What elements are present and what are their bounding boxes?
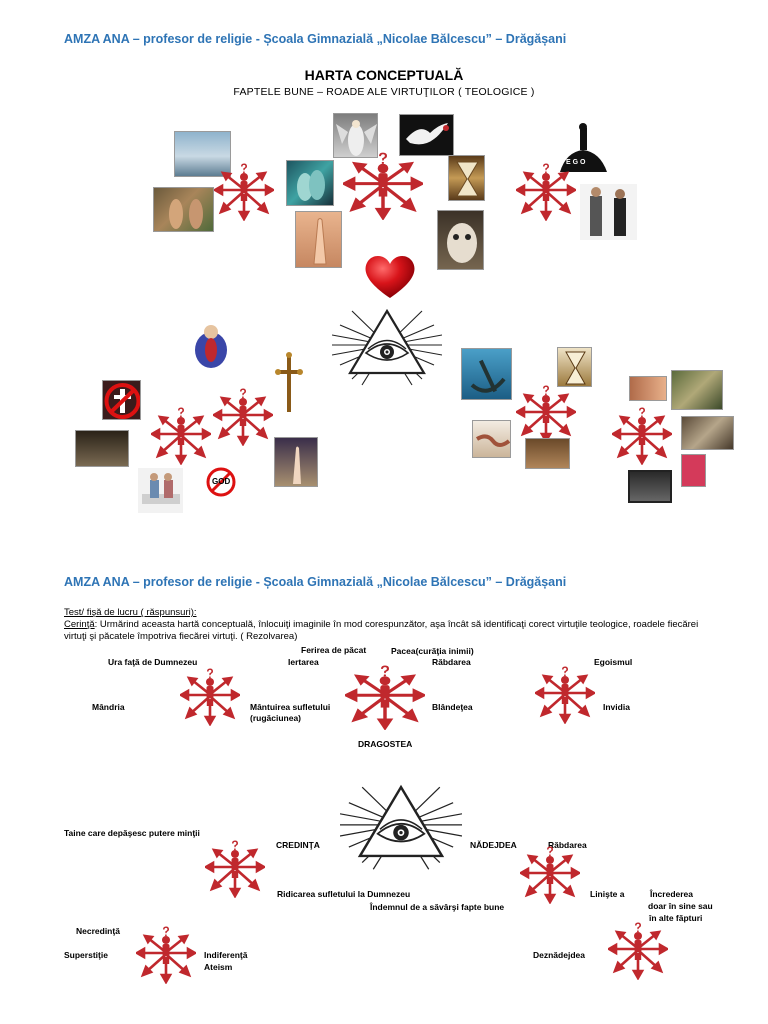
test-instruction: Cerinţă: Urmărind aceasta hartă conceptu…	[64, 619, 704, 643]
couple-image	[138, 468, 183, 513]
thinker-figure-8	[180, 668, 240, 726]
label-mantuirea-1: Mântuirea sufletului	[250, 702, 330, 713]
hourglass-image-2	[557, 347, 592, 387]
header-top: AMZA ANA – profesor de religie - Școala …	[64, 32, 566, 46]
two-men-image	[580, 184, 637, 240]
label-blandetea: Blândeţea	[432, 702, 473, 713]
label-indiferenta-2: Ateism	[204, 962, 232, 973]
praying-image	[274, 437, 318, 487]
thinker-figure-1	[214, 163, 274, 221]
label-indiferenta-1: Indiferenţă	[204, 950, 247, 961]
battle-image	[681, 416, 734, 450]
forbidden-cross-image	[102, 380, 141, 420]
helping-hand-image	[472, 420, 511, 458]
praying-hands-image	[295, 211, 342, 268]
thinker-figure-10	[535, 666, 595, 724]
label-ferirea: Ferirea de păcat	[301, 645, 366, 656]
crowd-image	[671, 370, 723, 410]
page-subtitle: FAPTELE BUNE – ROADE ALE VIRTUŢILOR ( TE…	[0, 86, 768, 98]
crucifix-icon	[275, 350, 303, 414]
label-increderea-1: Încrederea	[650, 889, 693, 900]
label-superstitie: Superstiţie	[64, 950, 108, 961]
page-title: HARTA CONCEPTUALĂ	[0, 67, 768, 83]
label-indemnul: Îndemnul de a săvârşi fapte bune	[370, 902, 504, 913]
adam-eve-image	[153, 187, 214, 232]
thinker-figure-14	[608, 922, 668, 980]
owl-image	[437, 210, 484, 270]
label-ura: Ura faţă de Dumnezeu	[108, 657, 197, 668]
label-iertarea: Iertarea	[288, 657, 319, 668]
couple-small-image	[629, 376, 667, 401]
pendulum-image	[628, 470, 672, 503]
no-god-text: GOD	[212, 477, 230, 486]
book-image	[525, 438, 570, 469]
label-credinta: CREDINŢA	[276, 840, 320, 851]
header-bottom: AMZA ANA – profesor de religie - Școala …	[64, 575, 566, 589]
ruins-image	[75, 430, 129, 467]
label-invidia: Invidia	[603, 702, 630, 713]
dancer-image	[681, 454, 706, 487]
label-mandria: Mândria	[92, 702, 125, 713]
thinker-figure-2	[343, 152, 423, 220]
label-ridicarea: Ridicarea sufletului la Dumnezeu	[277, 889, 410, 900]
label-dragostea: DRAGOSTEA	[358, 739, 412, 750]
thinker-figure-4	[213, 388, 273, 446]
thinker-figure-12	[520, 846, 580, 904]
label-taine: Taine care depăşesc putere minţii	[64, 828, 200, 839]
instruction-label: Cerinţă	[64, 619, 95, 630]
label-egoismul: Egoismul	[594, 657, 632, 668]
label-mantuirea-2: (rugăciunea)	[250, 713, 301, 724]
eye-of-providence-icon-2	[340, 780, 462, 872]
label-linistea: Linişte a	[590, 889, 624, 900]
label-pacea: Pacea(curăţia inimii)	[391, 646, 474, 657]
embrace-image	[286, 160, 334, 206]
thinker-figure-3	[516, 163, 576, 221]
thinker-figure-11	[205, 840, 265, 898]
eye-of-providence-icon	[332, 305, 442, 387]
thinker-figure-9	[345, 665, 425, 730]
test-heading: Test/ fişă de lucru ( răspunsuri):	[64, 607, 197, 619]
label-necredinta: Necredinţă	[76, 926, 120, 937]
label-deznadejdea: Deznădejdea	[533, 950, 585, 961]
dove-image	[399, 114, 454, 156]
instruction-text: : Urmărind aceasta hartă conceptuală, în…	[64, 619, 698, 642]
jesus-image	[187, 320, 235, 372]
thinker-figure-13	[136, 926, 196, 984]
thinker-figure-5	[151, 407, 211, 465]
heart-icon	[362, 252, 418, 300]
label-rabdarea-top: Răbdarea	[432, 657, 471, 668]
thinker-figure-7	[612, 407, 672, 465]
no-god-icon: GOD	[205, 466, 237, 498]
thinker-figure-6	[516, 385, 576, 443]
anchor-image	[461, 348, 512, 400]
label-increderea-2: doar în sine sau	[648, 901, 713, 912]
label-nadejdea: NĂDEJDEA	[470, 840, 517, 851]
hourglass-image	[448, 155, 485, 201]
